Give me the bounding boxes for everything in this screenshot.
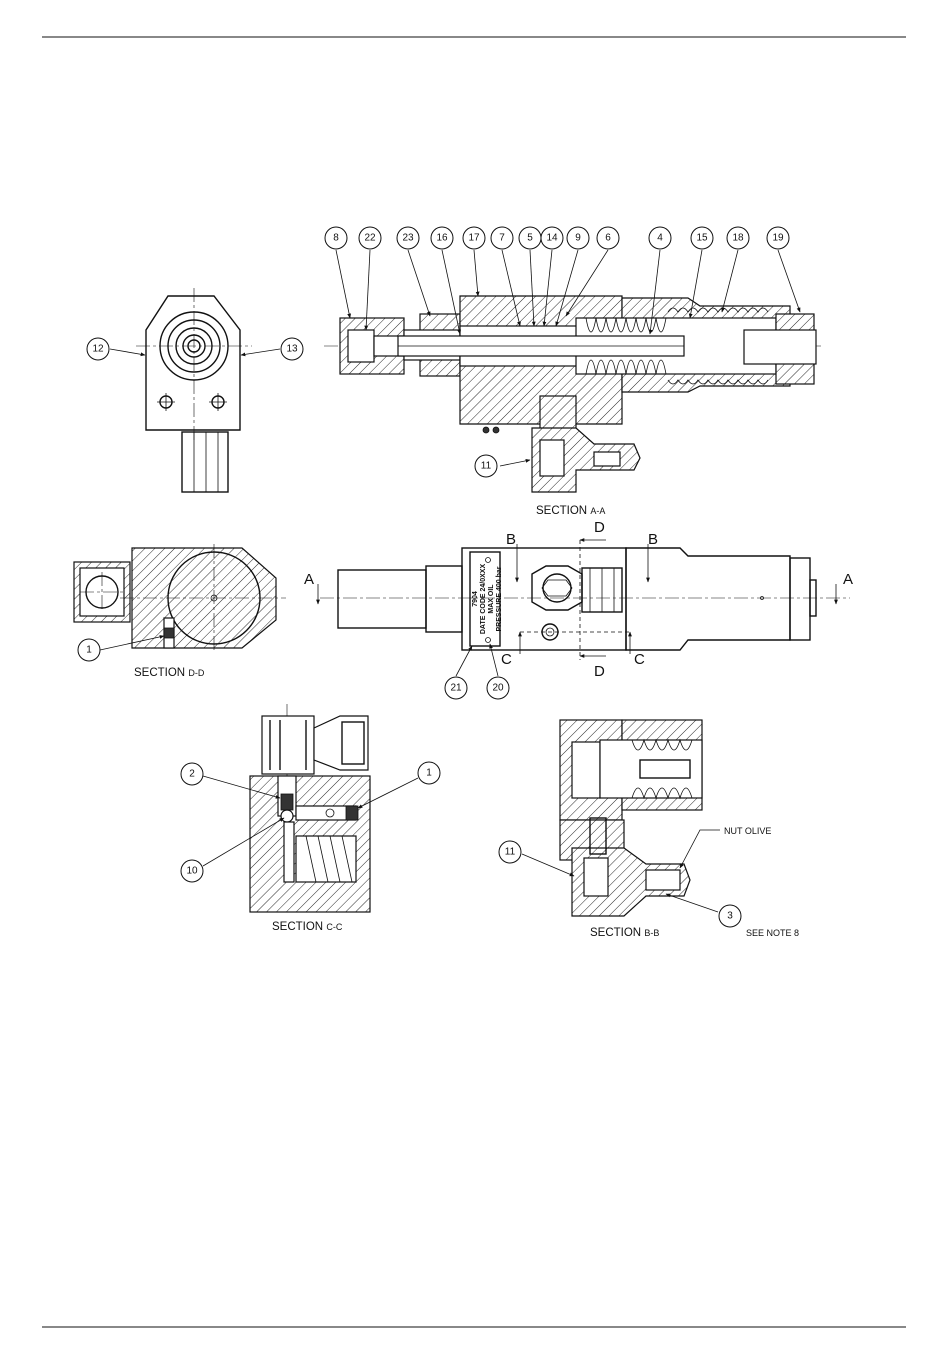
cut-letter-a-right: A — [843, 571, 853, 588]
balloon-20: 20 — [487, 677, 509, 699]
balloon-8: 8 — [325, 227, 347, 249]
balloon-2: 2 — [181, 763, 203, 785]
section-c-c-title: SECTION C-C — [272, 921, 343, 933]
balloon-11-b: 11 — [499, 841, 521, 863]
cut-letter-c-left: C — [501, 651, 512, 668]
nameplate-line2: DATE CODE 24/0XXX — [480, 564, 487, 635]
svg-text:8: 8 — [333, 233, 339, 244]
balloon-14: 14 — [541, 227, 563, 249]
cut-letter-d-top: D — [594, 519, 605, 536]
section-b-b-view — [560, 720, 702, 916]
svg-text:1: 1 — [86, 645, 92, 656]
svg-text:3: 3 — [727, 911, 733, 922]
svg-text:1: 1 — [426, 768, 432, 779]
balloon-13: 13 — [281, 338, 303, 360]
svg-text:7: 7 — [499, 233, 505, 244]
balloon-11-a: 11 — [475, 455, 497, 477]
svg-text:20: 20 — [492, 683, 504, 694]
section-c-c-view — [203, 704, 418, 912]
balloon-21: 21 — [445, 677, 467, 699]
leader-13 — [241, 349, 280, 355]
balloon-5: 5 — [519, 227, 541, 249]
section-a-a-title: SECTION A-A — [536, 505, 605, 517]
balloon-4: 4 — [649, 227, 671, 249]
section-b-b-title: SECTION B-B — [590, 927, 659, 939]
section-d-d-title: SECTION D-D — [134, 667, 205, 679]
end-view — [136, 288, 252, 492]
svg-text:11: 11 — [505, 847, 516, 858]
balloon-10: 10 — [181, 860, 203, 882]
svg-text:22: 22 — [364, 233, 376, 244]
svg-text:19: 19 — [772, 233, 784, 244]
leader-12 — [110, 349, 145, 355]
nameplate-line3: MAX OIL — [488, 584, 495, 614]
svg-text:18: 18 — [732, 233, 744, 244]
svg-text:12: 12 — [92, 344, 104, 355]
svg-text:17: 17 — [468, 233, 480, 244]
balloon-19: 19 — [767, 227, 789, 249]
note-nut-olive: NUT OLIVE — [724, 826, 771, 836]
balloon-3: 3 — [719, 905, 741, 927]
cut-letter-a-left: A — [304, 571, 314, 588]
svg-text:21: 21 — [450, 683, 462, 694]
section-d-d-view — [74, 544, 286, 652]
cut-letter-d-bottom: D — [594, 663, 605, 680]
front-view — [320, 540, 850, 660]
svg-text:23: 23 — [402, 233, 414, 244]
balloon-15: 15 — [691, 227, 713, 249]
svg-text:4: 4 — [657, 233, 663, 244]
section-a-a-view — [324, 296, 822, 492]
svg-text:9: 9 — [575, 233, 581, 244]
cut-letter-c-right: C — [634, 651, 645, 668]
svg-text:5: 5 — [527, 233, 533, 244]
balloon-7: 7 — [491, 227, 513, 249]
balloon-9: 9 — [567, 227, 589, 249]
svg-text:2: 2 — [189, 769, 195, 780]
balloon-1-a: 1 — [78, 639, 100, 661]
balloon-22: 22 — [359, 227, 381, 249]
balloon-1-b: 1 — [418, 762, 440, 784]
front-view-cut-arrows — [318, 540, 836, 676]
balloon-18: 18 — [727, 227, 749, 249]
balloon-23: 23 — [397, 227, 419, 249]
svg-text:15: 15 — [696, 233, 708, 244]
cut-letter-b-right: B — [648, 531, 658, 548]
note-see-note: SEE NOTE 8 — [746, 928, 799, 938]
balloon-12: 12 — [87, 338, 109, 360]
nameplate: 7904 DATE CODE 24/0XXX MAX OIL PRESSURE … — [472, 564, 503, 635]
svg-text:16: 16 — [436, 233, 448, 244]
svg-text:6: 6 — [605, 233, 611, 244]
svg-text:14: 14 — [546, 233, 558, 244]
nameplate-line4: PRESSURE 400 bar — [496, 566, 503, 631]
balloon-16: 16 — [431, 227, 453, 249]
balloon-6: 6 — [597, 227, 619, 249]
svg-text:11: 11 — [481, 461, 492, 472]
svg-text:10: 10 — [186, 866, 198, 877]
balloon-17: 17 — [463, 227, 485, 249]
cut-letter-b-left: B — [506, 531, 516, 548]
nameplate-line1: 7904 — [472, 591, 479, 607]
svg-text:13: 13 — [286, 344, 298, 355]
